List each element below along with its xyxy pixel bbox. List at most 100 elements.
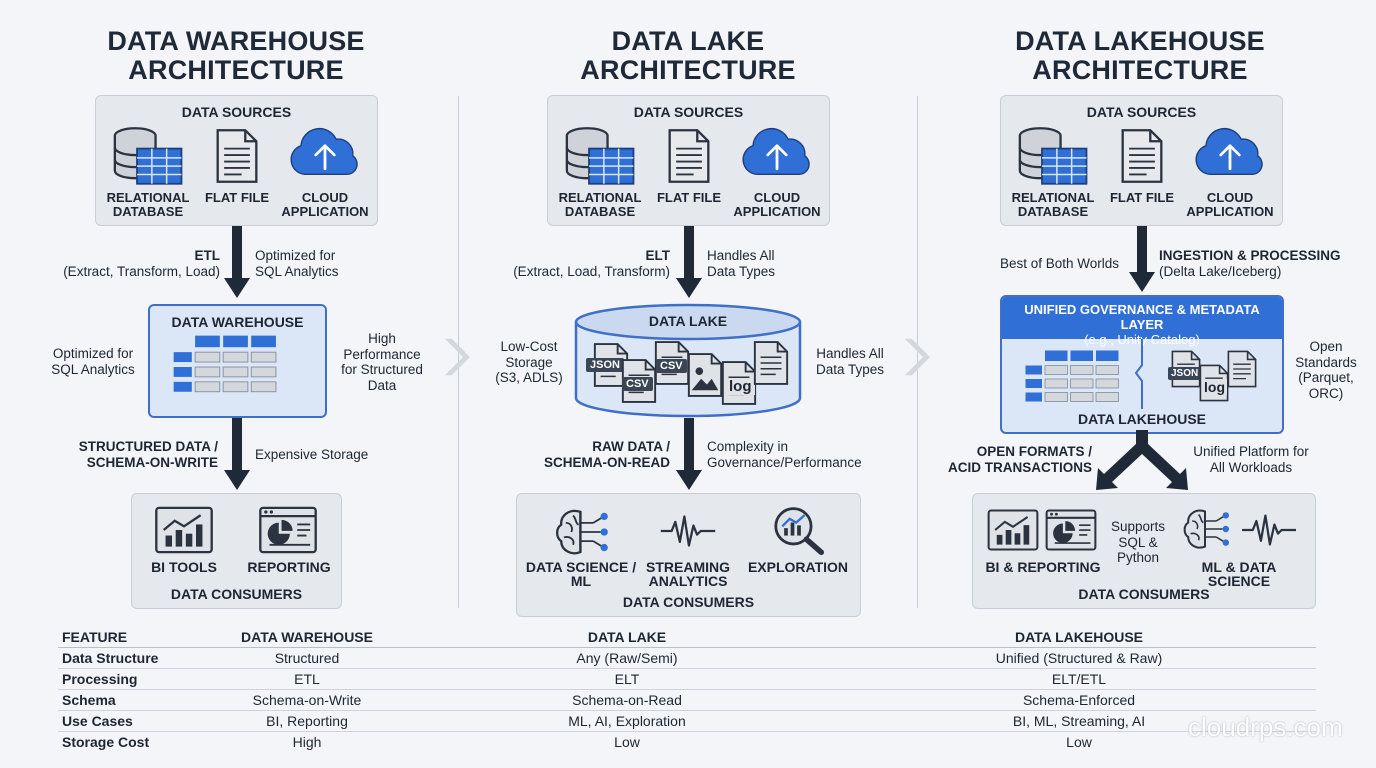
lakehouse-title: DATA LAKEHOUSE ARCHITECTURE: [1015, 26, 1265, 85]
etl-label: ETL (Extract, Transform, Load): [63, 248, 220, 279]
arrow-down: [224, 226, 250, 298]
structured-data-label: STRUCTURED DATA / SCHEMA-ON-WRITE: [78, 439, 218, 470]
sources-heading: DATA SOURCES: [1086, 104, 1197, 120]
csv-tag: CSV: [656, 359, 687, 373]
table-cell: Schema-Enforced: [842, 689, 1316, 711]
image-file-icon: [686, 352, 724, 398]
cloud-upload-icon: [1193, 126, 1267, 182]
file-icon: [1226, 349, 1258, 389]
table-row: Schema Schema-on-Write Schema-on-Read Sc…: [58, 689, 1316, 711]
table-cell: Processing: [58, 668, 202, 690]
open-formats-label: OPEN FORMATS / ACID TRANSACTIONS: [948, 444, 1092, 475]
table-cell: Unified (Structured & Raw): [842, 647, 1316, 669]
table-grid-icon: [1024, 349, 1144, 409]
table-grid-icon: [172, 334, 304, 400]
log-tag: log: [726, 378, 755, 395]
elt-right-note: Handles All Data Types: [707, 248, 776, 279]
watermark: cloudrps.com: [1188, 712, 1343, 742]
waveform-icon: [1239, 512, 1299, 548]
table-header-cell: FEATURE: [58, 627, 202, 648]
warehouse-consumers-panel: BI TOOLS REPORTING DATA CONSUMERS: [131, 493, 342, 609]
split-arrow: [1096, 430, 1188, 490]
database-icon: [565, 126, 639, 186]
column-divider-right: [917, 96, 918, 608]
table-header-cell: DATA LAKE: [412, 627, 842, 648]
warehouse-title: DATA WAREHOUSE ARCHITECTURE: [107, 26, 365, 85]
table-cell: BI, Reporting: [202, 710, 412, 732]
flat-file-icon: [666, 128, 712, 184]
warehouse-right-note: High Performance for Structured Data: [341, 331, 423, 393]
table-cell: ELT/ETL: [842, 668, 1316, 690]
arrow-down: [224, 418, 250, 490]
elt-label: ELT (Extract, Load, Transform): [513, 248, 670, 279]
consumers-heading: DATA CONSUMERS: [622, 594, 755, 610]
consumers-heading: DATA CONSUMERS: [170, 586, 303, 602]
flat-file-icon: [1119, 128, 1165, 184]
arrow-down: [676, 418, 702, 490]
table-row: Use Cases BI, Reporting ML, AI, Explorat…: [58, 710, 1316, 732]
csv-tag: CSV: [622, 377, 653, 391]
table-row: Storage Cost High Low Low: [58, 732, 1316, 753]
bar-chart-icon: [154, 506, 214, 554]
data-lake-label: DATA LAKE: [648, 313, 728, 329]
table-cell: ETL: [202, 668, 412, 690]
bar-chart-icon: [987, 508, 1039, 552]
table-cell: Data Structure: [58, 647, 202, 669]
lakehouse-right-note: Open Standards (Parquet, ORC): [1295, 339, 1357, 401]
table-cell: Storage Cost: [62, 734, 150, 750]
consumer-ml-data-science: ML & DATA SCIENCE: [1201, 559, 1277, 589]
consumers-heading: DATA CONSUMERS: [1078, 586, 1210, 602]
brain-network-icon: [1181, 506, 1237, 552]
table-cell: ELT: [412, 668, 842, 690]
waveform-icon: [659, 512, 717, 550]
consumer-bi-reporting: BI & REPORTING: [985, 559, 1101, 575]
consumer-reporting: REPORTING: [247, 559, 331, 575]
table-cell: Low: [614, 734, 640, 750]
sources-heading: DATA SOURCES: [633, 104, 744, 120]
table-cell: Any (Raw/Semi): [412, 647, 842, 669]
table-cell: Low: [1066, 734, 1092, 750]
table-cell: ML, AI, Exploration: [412, 710, 842, 732]
lakehouse-consumers-panel: Supports SQL & Python BI & REPORTING ML …: [972, 493, 1316, 609]
table-header-cell: DATA WAREHOUSE: [202, 627, 412, 648]
chevron-right-icon: [902, 327, 930, 387]
cloud-upload-icon: [740, 126, 814, 182]
table-cell: Schema-on-Read: [412, 689, 842, 711]
best-of-both-note: Best of Both Worlds: [1000, 256, 1120, 271]
supports-sql-python-note: Supports SQL & Python: [1110, 519, 1166, 565]
lake-right-note: Handles All Data Types: [815, 346, 885, 377]
data-warehouse-box: DATA WAREHOUSE: [148, 304, 327, 418]
consumer-data-science-ml: DATA SCIENCE /ML: [525, 559, 637, 589]
consumer-exploration: EXPLORATION: [747, 559, 849, 575]
complexity-note: Complexity in Governance/Performance: [707, 439, 862, 470]
comparison-table: FEATURE DATA WAREHOUSE DATA LAKE DATA LA…: [58, 627, 1316, 752]
sources-heading: DATA SOURCES: [181, 104, 292, 120]
report-icon: [1045, 508, 1097, 552]
lakehouse-box: UNIFIED GOVERNANCE & METADATA LAYER (e.g…: [1000, 295, 1284, 434]
cloud-upload-icon: [288, 126, 362, 182]
lake-title: DATA LAKE ARCHITECTURE: [580, 26, 796, 85]
data-lakehouse-label: DATA LAKEHOUSE: [1077, 411, 1207, 427]
source-flat-file: FLAT FILE: [204, 190, 270, 205]
table-row: Processing ETL ELT ELT/ETL: [58, 668, 1316, 690]
file-icon: [752, 340, 790, 386]
chevron-right-icon: [442, 327, 470, 387]
flat-file-icon: [214, 128, 260, 184]
raw-data-label: RAW DATA / SCHEMA-ON-READ: [544, 439, 670, 470]
table-cell: Schema: [58, 689, 202, 711]
table-cell: Schema-on-Write: [202, 689, 412, 711]
lake-left-note: Low-Cost Storage (S3, ADLS): [495, 339, 563, 385]
ingestion-label: INGESTION & PROCESSING (Delta Lake/Icebe…: [1159, 248, 1341, 279]
table-cell: BI, ML, Streaming, AI: [842, 710, 1316, 732]
table-header-row: FEATURE DATA WAREHOUSE DATA LAKE DATA LA…: [58, 627, 1316, 648]
consumer-bi-tools: BI TOOLS: [151, 559, 217, 575]
unified-platform-note: Unified Platform for All Workloads: [1193, 444, 1309, 475]
